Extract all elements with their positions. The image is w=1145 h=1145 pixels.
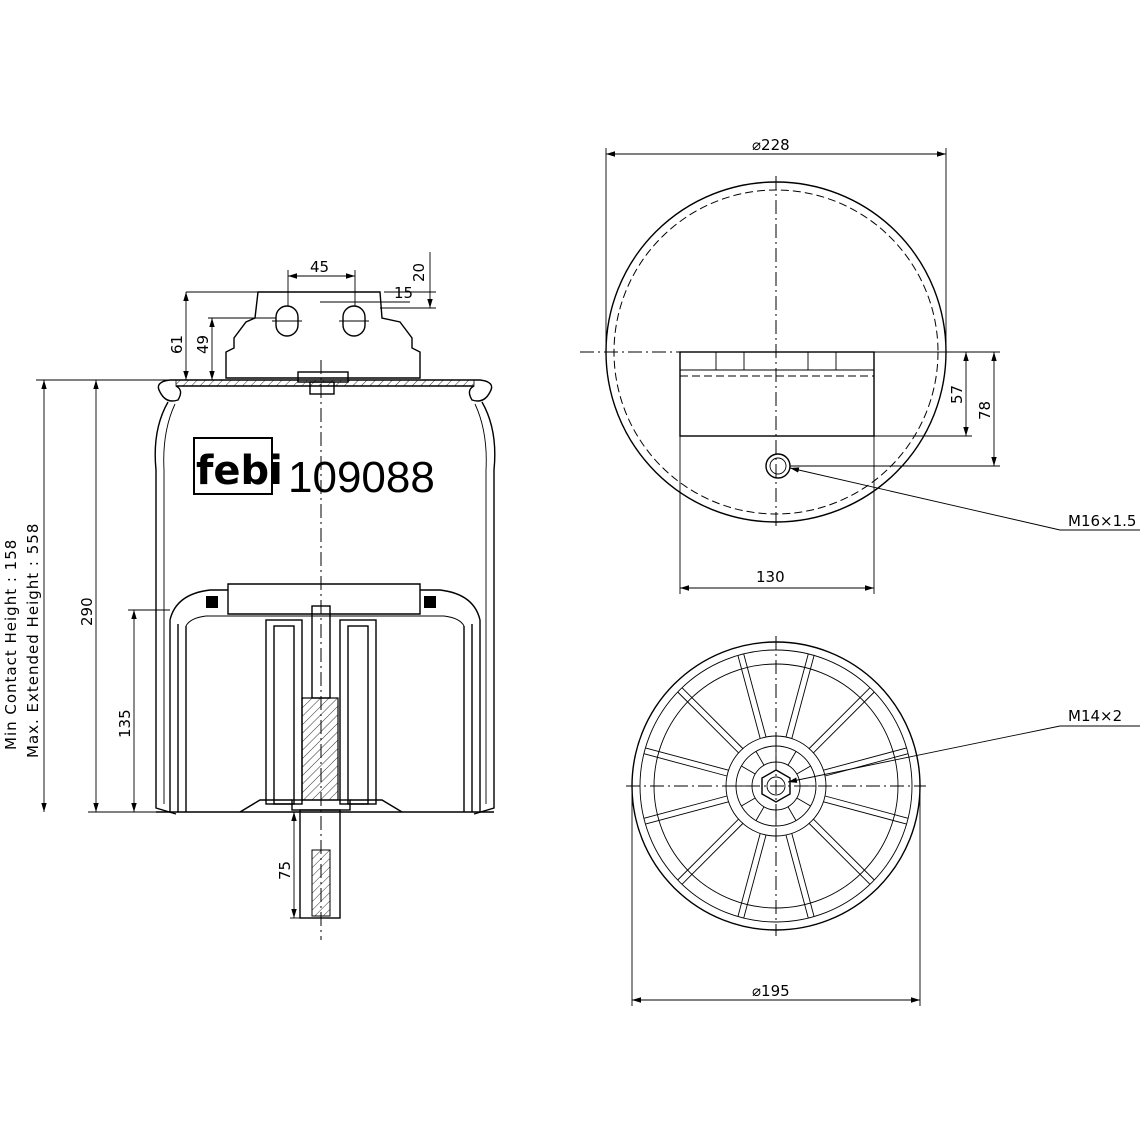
dim-overall (36, 379, 92, 812)
rib-line (743, 834, 767, 919)
dim-57: 57 (874, 351, 1000, 437)
guide-tube-left-inner (273, 625, 295, 805)
hub-spoke (787, 751, 797, 766)
svg-text:45: 45 (310, 258, 329, 276)
rib-line (645, 801, 729, 825)
dim-dia228: ⌀228 (605, 136, 947, 352)
dim-75: 75 (276, 812, 300, 919)
note-min-contact-height: Min Contact Height : 158 (2, 539, 20, 750)
threaded-insert (301, 697, 339, 801)
dim-130: 130 (679, 436, 875, 594)
dim-15: 15 (320, 284, 436, 309)
rib-line (681, 687, 744, 749)
rib-line (823, 747, 907, 771)
hub-spoke (741, 797, 756, 807)
piston-shoulder (169, 589, 481, 621)
rib-line (737, 833, 761, 917)
piston-top-inner (185, 615, 465, 627)
rib-line (743, 653, 767, 738)
side-view: febi 109088 45 20 15 61 (2, 252, 496, 940)
mount-hole-right (339, 305, 369, 337)
svg-text:61: 61 (168, 335, 186, 354)
dim-45: 45 (287, 258, 356, 306)
svg-text:75: 75 (276, 861, 294, 880)
svg-text:15: 15 (394, 284, 413, 302)
bottom-ribs (643, 653, 909, 919)
rib-line (643, 753, 728, 777)
rib-line (808, 823, 871, 885)
rib-line (677, 691, 739, 754)
bellows-inner (163, 403, 487, 804)
top-plate-slots (680, 352, 874, 371)
svg-text:49: 49 (194, 335, 212, 354)
rib-line (645, 747, 729, 771)
dim-135: 135 (116, 609, 170, 812)
dim-49: 49 (194, 317, 276, 380)
rib-line (824, 753, 909, 777)
guide-tube-right-inner (347, 625, 369, 805)
svg-text:⌀228: ⌀228 (752, 136, 790, 154)
rib-line (677, 818, 739, 881)
svg-text:57: 57 (948, 385, 966, 404)
hub-spoke (796, 765, 811, 775)
center-fitting-neck (309, 381, 335, 395)
svg-text:⌀195: ⌀195 (752, 982, 790, 1000)
bottom-stud (299, 809, 341, 919)
seal-right (424, 596, 436, 608)
rib-line (643, 795, 728, 819)
seal-left (206, 596, 218, 608)
hub-spoke (796, 797, 811, 807)
base-flange (239, 799, 403, 813)
svg-text:M16×1.5: M16×1.5 (1068, 512, 1136, 530)
guide-tube-left (265, 619, 303, 805)
guide-tube-right (339, 619, 377, 805)
callout-m16: M16×1.5 (789, 467, 1140, 531)
bottom-thread-hole (766, 776, 786, 796)
dim-61: 61 (168, 291, 258, 380)
note-max-extended-height: Max. Extended Height : 558 (24, 523, 42, 758)
bottom-view: ⌀195 M14×2 (626, 636, 1140, 1006)
callout-m14: M14×2 (787, 707, 1140, 783)
hub-spoke (755, 806, 765, 821)
flange-hatch (175, 379, 475, 387)
hub-spoke (741, 765, 756, 775)
svg-text:20: 20 (410, 263, 428, 282)
rib-line (824, 795, 909, 819)
rib-line (737, 655, 761, 739)
top-view: ⌀228 57 78 130 M16×1.5 (580, 136, 1140, 594)
febi-logo: febi (193, 437, 283, 495)
dim-290: 290 (78, 379, 170, 813)
hub-spoke (755, 751, 765, 766)
svg-text:78: 78 (976, 401, 994, 420)
rib-line (813, 691, 875, 754)
rib-line (823, 801, 907, 825)
piston-wall-right (463, 620, 481, 812)
rib-line (791, 655, 815, 739)
mount-hole-left (272, 305, 302, 337)
logo-text: febi (196, 448, 283, 494)
dim-20: 20 (384, 252, 436, 308)
air-port-inner (769, 457, 787, 475)
dim-78: 78 (790, 352, 1000, 467)
bellows-outer (154, 401, 496, 815)
piston-cap (227, 583, 421, 615)
svg-text:M14×2: M14×2 (1068, 707, 1122, 725)
svg-text:290: 290 (78, 597, 96, 626)
hub-spoke (787, 806, 797, 821)
dim-dia195: ⌀195 (631, 786, 921, 1006)
svg-text:135: 135 (116, 709, 134, 738)
rib-line (785, 653, 809, 738)
rib-line (813, 818, 875, 881)
rib-line (808, 687, 871, 749)
rib-line (785, 834, 809, 919)
rib-line (791, 833, 815, 917)
piston-wall-left (169, 620, 187, 812)
rib-line (681, 823, 744, 885)
top-mount-plate (225, 291, 421, 379)
top-plate-outline (679, 351, 875, 437)
part-number: 109088 (288, 453, 435, 502)
svg-text:130: 130 (756, 568, 785, 586)
